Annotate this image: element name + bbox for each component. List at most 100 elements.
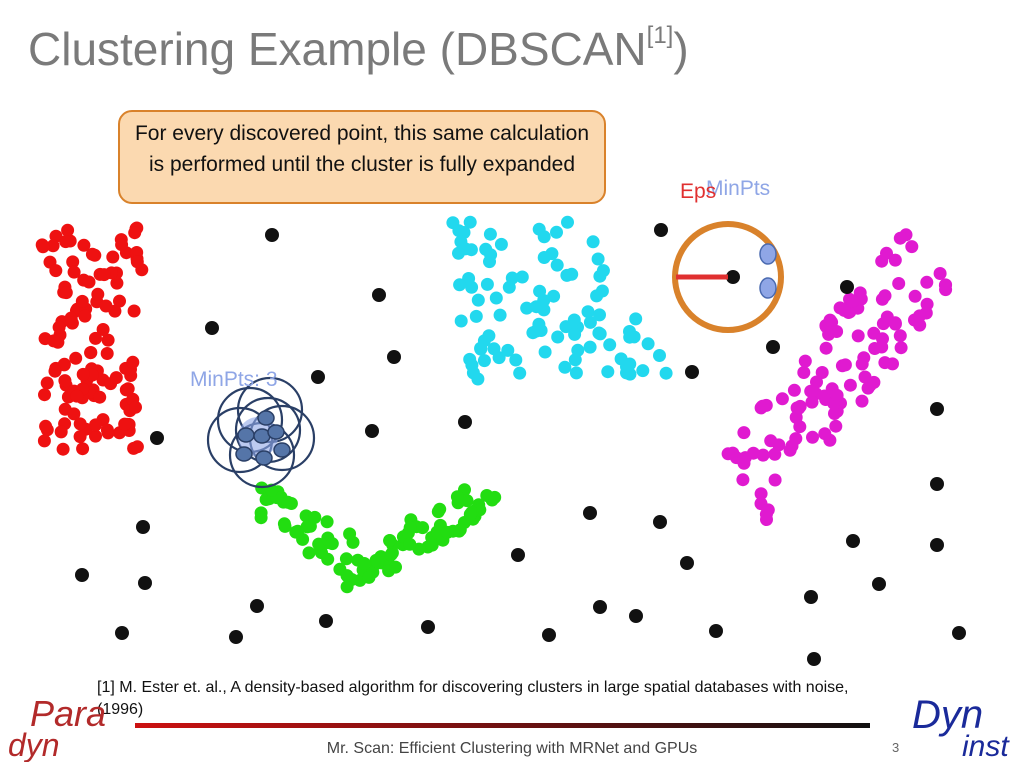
magenta-cluster-point [908,289,922,303]
dyninst-logo: Dyn inst [912,693,1010,762]
red-cluster-point [76,442,90,456]
cyan-cluster-point [489,291,503,305]
noise-point [930,402,944,416]
magenta-cluster-point [875,340,889,354]
red-cluster-point [67,407,81,421]
cyan-cluster-point [532,317,546,331]
red-cluster-point [129,400,142,414]
cyan-cluster-point [452,246,465,260]
callout-text: For every discovered point, this same ca… [134,122,590,176]
core-point [257,410,275,426]
cyan-cluster-point [454,235,468,249]
noise-point [583,506,597,520]
neighbor-point [759,277,777,299]
magenta-cluster-point [843,378,857,392]
red-cluster-point [69,351,83,365]
magenta-cluster-point [920,275,934,289]
red-cluster-point [40,376,54,390]
magenta-cluster-point [819,341,833,355]
red-cluster-point [121,382,135,396]
red-cluster-point [77,238,91,252]
logo-inst-text: inst [962,730,1010,762]
page-number: 3 [892,740,900,755]
title-citation: [1] [646,22,674,49]
magenta-cluster-point [768,447,782,461]
cyan-cluster-point [551,330,565,344]
neighbor-point [759,243,777,265]
green-cluster-point [362,570,376,584]
minpts-label-right: MinPts [706,177,771,200]
red-cluster-point [76,367,90,381]
green-cluster-point [425,538,439,552]
red-cluster-point [46,239,60,253]
minpts-label-left: MinPts: 3 [190,368,278,391]
noise-point [387,350,401,364]
cyan-cluster-point [482,329,496,343]
green-cluster-point [281,495,295,509]
red-cluster-point [49,264,63,278]
magenta-cluster-point [892,277,906,290]
cyan-cluster-point [629,312,643,326]
cyan-cluster-point [565,267,579,281]
noise-point [952,626,966,640]
cyan-cluster-point [583,340,597,354]
red-cluster-point [56,442,70,456]
cyan-cluster-point [515,270,529,284]
cyan-cluster-point [529,300,543,314]
core-point [237,427,255,443]
red-cluster-point [47,334,61,348]
noise-point [680,556,694,570]
noise-point [846,534,860,548]
red-cluster-point [97,268,111,282]
callout-box: For every discovered point, this same ca… [118,110,606,204]
magenta-cluster-point [913,318,927,332]
cyan-cluster-point [583,315,597,329]
cyan-cluster-point [547,289,561,303]
noise-point [872,577,886,591]
red-cluster-point [52,320,66,334]
magenta-cluster-point [804,384,818,398]
slide-title: Clustering Example (DBSCAN[1]) [28,22,689,76]
noise-point [365,424,379,438]
red-cluster-point [118,417,132,431]
cyan-cluster-point [471,293,485,307]
noise-point [311,370,325,384]
green-cluster-point [291,524,305,538]
cyan-cluster-point [479,242,493,256]
magenta-cluster-point [736,473,750,487]
red-cluster-point [85,247,99,261]
red-cluster-point [113,294,126,308]
cyan-cluster-point [567,313,581,327]
noise-point [150,431,164,445]
cyan-cluster-point [513,366,527,380]
magenta-cluster-point [768,473,782,487]
red-cluster-point [89,331,102,345]
magenta-cluster-point [894,341,908,355]
cyan-cluster-point [509,353,523,367]
magenta-cluster-point [822,327,836,341]
core-point [273,442,291,458]
green-cluster-point [320,515,334,529]
cyan-cluster-point [463,352,477,366]
cyan-cluster-point [561,215,574,229]
noise-point [654,223,668,237]
green-cluster-point [403,537,417,551]
magenta-cluster-point [721,447,735,461]
cyan-cluster-point [571,343,585,357]
cyan-cluster-point [483,227,497,241]
green-cluster-point [254,511,268,525]
cyan-cluster-point [477,354,491,368]
footer-title: Mr. Scan: Efficient Clustering with MRNe… [326,740,698,757]
magenta-cluster-point [818,427,832,441]
noise-point [807,652,821,666]
magenta-cluster-point [893,329,907,343]
noise-point [629,609,643,623]
red-cluster-point [96,323,110,336]
core-point [255,450,273,466]
cyan-cluster-point [483,255,496,269]
noise-point [136,520,150,534]
logo-dyn-text: dyn [8,727,60,762]
green-cluster-point [325,537,339,551]
cyan-cluster-point [463,215,477,229]
noise-point [372,288,386,302]
